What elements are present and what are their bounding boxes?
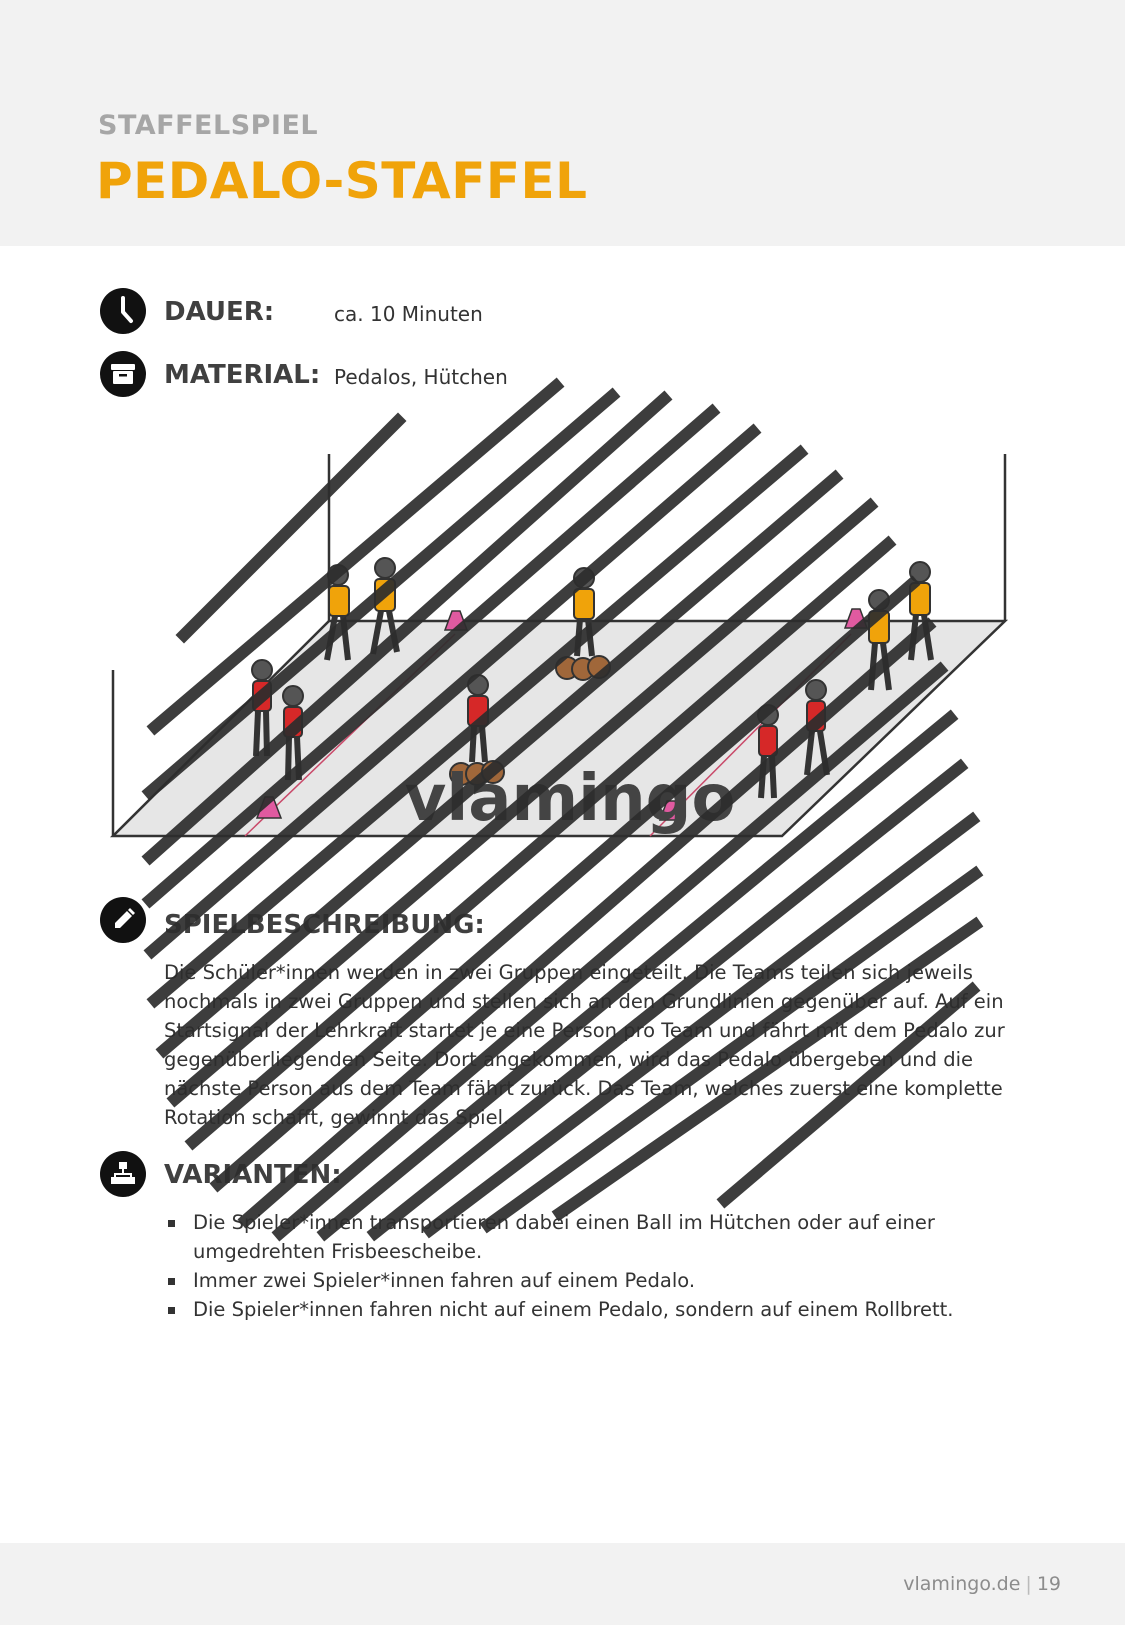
- list-item: Immer zwei Spieler*innen fahren auf eine…: [164, 1266, 1044, 1295]
- page-header: STAFFELSPIEL PEDALO-STAFFEL: [0, 0, 1125, 246]
- category-kicker: STAFFELSPIEL: [98, 110, 319, 141]
- footer-text: vlamingo.de|19: [903, 1573, 1061, 1595]
- description-label: SPIELBESCHREIBUNG:: [164, 910, 485, 940]
- pencil-icon: [100, 897, 146, 943]
- pedalo-relay-illustration: vlamingo: [109, 454, 1009, 838]
- variants-list: Die Spieler*innen transportieren dabei e…: [164, 1208, 1044, 1324]
- footer-site: vlamingo.de: [903, 1573, 1021, 1595]
- box-icon: [100, 351, 146, 397]
- hierarchy-icon: [100, 1151, 146, 1197]
- vlamingo-watermark: vlamingo: [405, 762, 736, 836]
- variants-label: VARIANTEN:: [164, 1160, 342, 1190]
- list-item: Die Spieler*innen fahren nicht auf einem…: [164, 1295, 1044, 1324]
- clock-icon: [100, 288, 146, 334]
- page-title: PEDALO-STAFFEL: [96, 152, 588, 210]
- description-text: Die Schüler*innen werden in zwei Gruppen…: [164, 961, 1005, 1129]
- page-number: 19: [1036, 1573, 1061, 1595]
- list-item: Die Spieler*innen transportieren dabei e…: [164, 1208, 1044, 1266]
- duration-label: DAUER:: [164, 297, 275, 327]
- page-footer: vlamingo.de|19: [0, 1543, 1125, 1625]
- duration-value: ca. 10 Minuten: [334, 302, 483, 326]
